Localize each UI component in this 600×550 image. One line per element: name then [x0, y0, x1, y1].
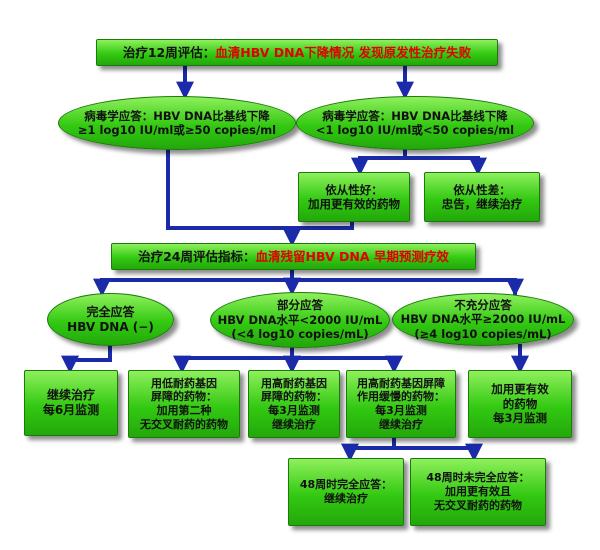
- slow-barrier-line3: 每3月监测: [375, 404, 427, 417]
- week12-highlight: 血清HBV DNA下降情况 发现原发性治疗失败: [215, 44, 472, 60]
- slow-barrier-box: 用高耐药基因屏障 作用缓慢的药物： 每3月监测 继续治疗: [346, 370, 456, 438]
- response-b-ellipse: 病毒学应答：HBV DNA比基线下降 <1 log10 IU/ml或<50 co…: [296, 96, 534, 150]
- week24-label: 治疗24周评估指标：: [138, 248, 256, 264]
- response-b-line1: 病毒学应答：HBV DNA比基线下降: [322, 108, 508, 123]
- complete-response-ellipse: 完全应答 HBV DNA (−): [47, 293, 174, 346]
- week12-assessment-box: 治疗12周评估： 血清HBV DNA下降情况 发现原发性治疗失败: [96, 39, 498, 66]
- complete-line1: 完全应答: [86, 304, 135, 319]
- week48-incomplete-box: 48周时未完全应答： 加用更有效且 无交叉耐药的药物: [410, 458, 546, 526]
- week12-label: 治疗12周评估：: [122, 44, 216, 60]
- compliance-poor-line1: 依从性差：: [453, 182, 511, 197]
- low-barrier-line3: 加用第二种: [156, 404, 212, 417]
- response-a-line2: ≥1 log10 IU/ml或≥50 copies/ml: [77, 123, 277, 137]
- partial-line2: HBV DNA水平<2000 IU/mL: [217, 312, 383, 327]
- compliance-good-line1: 依从性好：: [325, 182, 383, 197]
- connector-compliance-good-down: [290, 220, 354, 230]
- continue-line1: 继续治疗: [46, 388, 95, 402]
- w48-incomplete-line1: 48周时未完全应答：: [426, 471, 530, 485]
- response-b-line2: <1 log10 IU/ml或<50 copies/ml: [315, 123, 515, 137]
- slow-barrier-line4: 继续治疗: [379, 417, 423, 431]
- low-barrier-line4: 无交叉耐药的药物: [140, 417, 228, 431]
- continue-line2: 每6月监测: [42, 403, 100, 417]
- add-effective-line3: 每3月监测: [492, 411, 547, 426]
- partial-response-ellipse: 部分应答 HBV DNA水平<2000 IU/mL (<4 log10 copi…: [210, 292, 390, 348]
- compliance-poor-line2: 忠告，继续治疗: [441, 197, 523, 211]
- insufficient-line1: 不充分应答: [454, 297, 512, 312]
- high-barrier-line3: 每3月监测: [268, 404, 320, 417]
- add-effective-box: 加用更有效 的药物 每3月监测: [468, 370, 572, 438]
- low-barrier-line1: 用低耐药基因: [151, 376, 217, 390]
- slow-barrier-line1: 用高耐药基因屏障: [357, 376, 445, 390]
- compliance-good-line2: 加用更有效的药物: [308, 197, 400, 211]
- partial-line1: 部分应答: [277, 298, 323, 313]
- insufficient-line3: (≥4 log10 copies/mL): [414, 326, 552, 341]
- week24-assessment-box: 治疗24周评估指标： 血清残留HBV DNA 早期预测疗效: [111, 243, 476, 270]
- high-barrier-box: 用高耐药基因 屏障的药物： 每3月监测 继续治疗: [248, 370, 340, 438]
- high-barrier-line4: 继续治疗: [272, 417, 316, 431]
- add-effective-line1: 加用更有效: [491, 382, 549, 397]
- add-effective-line2: 的药物: [502, 396, 538, 411]
- insufficient-line2: HBV DNA水平≥2000 IU/mL: [400, 312, 566, 327]
- partial-line3: (<4 log10 copies/mL): [231, 327, 369, 342]
- response-a-line1: 病毒学应答：HBV DNA比基线下降: [84, 108, 270, 123]
- w48-complete-line1: 48周时完全应答：: [299, 478, 393, 492]
- insufficient-response-ellipse: 不充分应答 HBV DNA水平≥2000 IU/mL (≥4 log10 cop…: [392, 293, 574, 346]
- response-a-ellipse: 病毒学应答：HBV DNA比基线下降 ≥1 log10 IU/ml或≥50 co…: [58, 96, 296, 150]
- slow-barrier-line2: 作用缓慢的药物：: [357, 390, 445, 404]
- high-barrier-line1: 用高耐药基因: [261, 376, 327, 390]
- low-barrier-line2: 屏障的药物：: [151, 390, 217, 404]
- compliance-good-box: 依从性好： 加用更有效的药物: [298, 172, 410, 222]
- week24-highlight: 血清残留HBV DNA 早期预测疗效: [255, 248, 449, 264]
- connector-complete-down: [61, 344, 112, 374]
- low-barrier-box: 用低耐药基因 屏障的药物： 加用第二种 无交叉耐药的药物: [128, 370, 240, 438]
- w48-incomplete-line3: 无交叉耐药的药物: [434, 498, 522, 512]
- complete-line2: HBV DNA (−): [67, 319, 154, 334]
- connector-response-a-down: [166, 148, 294, 230]
- continue-treatment-box: 继续治疗 每6月监测: [24, 370, 118, 436]
- compliance-poor-box: 依从性差： 忠告，继续治疗: [424, 172, 540, 222]
- high-barrier-line2: 屏障的药物：: [261, 390, 327, 404]
- week48-complete-box: 48周时完全应答： 继续治疗: [288, 458, 404, 526]
- w48-complete-line2: 继续治疗: [324, 492, 368, 505]
- w48-incomplete-line2: 加用更有效且: [445, 485, 511, 499]
